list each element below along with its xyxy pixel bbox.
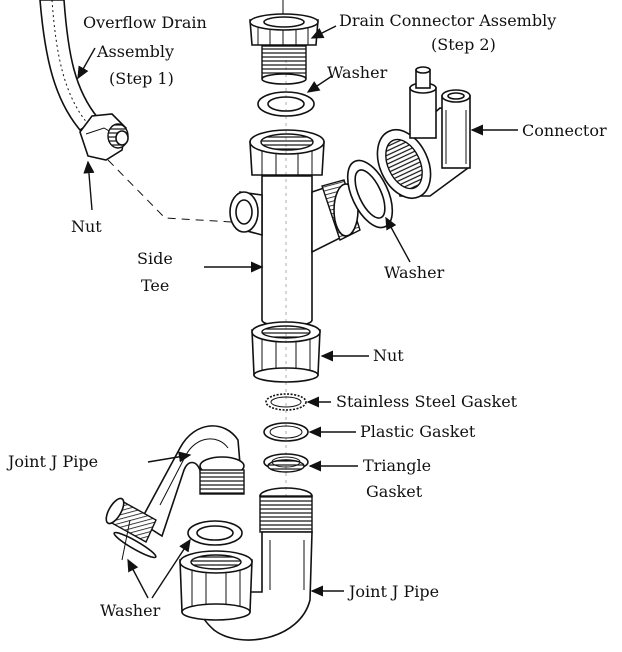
arrow-washer-right (385, 216, 411, 263)
labels: Overflow Drain Assembly (Step 1) Drain C… (6, 11, 607, 620)
top-washer (257, 91, 315, 117)
label-overflow-drain-line2: Assembly (96, 42, 174, 61)
label-washer-right: Washer (384, 263, 445, 282)
leader-lines (77, 25, 518, 599)
drain-connector-assembly (249, 0, 319, 85)
label-drain-connector-line2: (Step 2) (431, 35, 496, 54)
connector-part (376, 66, 471, 199)
side-tee (229, 129, 361, 327)
arrow-washer-bottom-1 (127, 558, 149, 599)
label-joint-j-pipe-right: Joint J Pipe (347, 582, 439, 601)
arrow-washer-bottom-2 (151, 538, 191, 599)
joint-j-pipe-elbow (105, 425, 245, 561)
label-triangle-gasket-line2: Gasket (366, 482, 423, 501)
label-stainless-steel-gasket: Stainless Steel Gasket (336, 392, 518, 411)
overflow-drain-hose (39, 0, 233, 223)
label-plastic-gasket: Plastic Gasket (360, 422, 476, 441)
bottom-nut (179, 550, 253, 621)
stainless-steel-gasket-part (265, 393, 307, 411)
arrow-nut-left (83, 160, 95, 211)
middle-nut (251, 321, 321, 383)
label-joint-j-pipe-left: Joint J Pipe (6, 452, 98, 471)
label-nut-middle: Nut (373, 346, 404, 365)
label-triangle-gasket-line1: Triangle (363, 456, 431, 475)
label-connector: Connector (522, 121, 607, 140)
label-side-tee-line2: Tee (141, 276, 169, 295)
label-overflow-drain-line3: (Step 1) (109, 69, 174, 88)
label-nut-left: Nut (71, 217, 102, 236)
overflow-nut (79, 113, 129, 161)
label-drain-connector-line1: Drain Connector Assembly (339, 11, 556, 30)
triangle-gasket-part (263, 453, 309, 473)
bottom-washer (187, 520, 243, 546)
label-washer-bottom: Washer (100, 601, 161, 620)
arrow-drain-connector (310, 25, 337, 39)
arrow-overflow-drain (77, 47, 96, 80)
plastic-gasket-part (263, 422, 309, 442)
arrow-joint-j-pipe-left (147, 451, 192, 463)
arrow-washer-top (306, 75, 333, 93)
label-overflow-drain-line1: Overflow Drain (83, 13, 207, 32)
label-side-tee-line1: Side (137, 249, 173, 268)
label-washer-top: Washer (327, 63, 388, 82)
right-washer (346, 159, 394, 229)
